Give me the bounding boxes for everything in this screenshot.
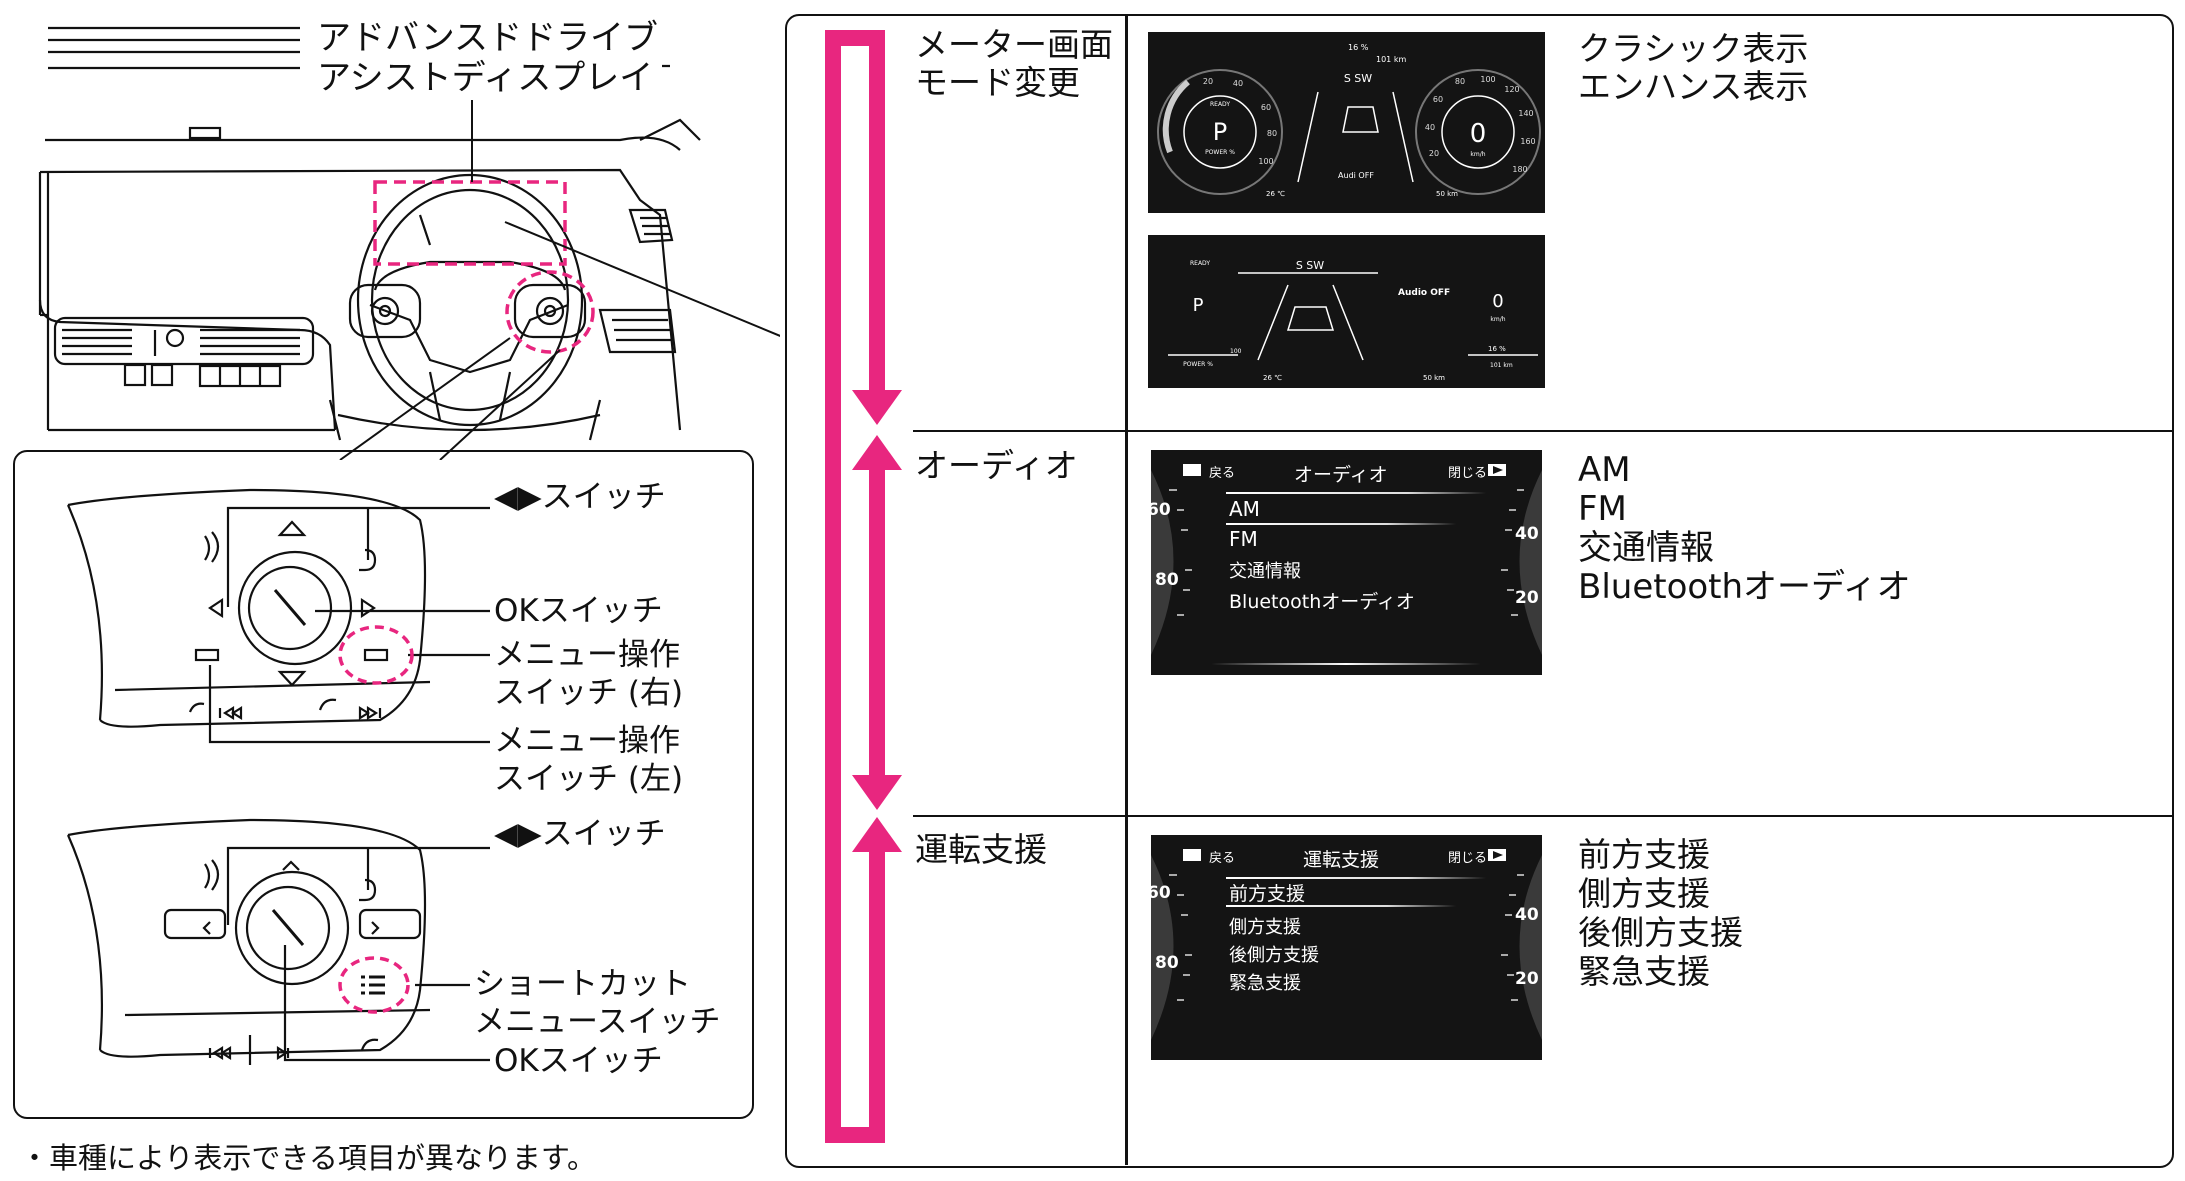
support-menu-item[interactable]: 前方支援: [1229, 883, 1306, 905]
svg-text:140: 140: [1518, 109, 1533, 118]
arrow-switch-label: ◀▶スイッチ: [494, 479, 666, 515]
classic-gear: P: [1213, 118, 1227, 146]
svg-text:S SW: S SW: [1296, 259, 1324, 272]
svg-text:100: 100: [1258, 157, 1273, 166]
audio-back-button[interactable]: 戻る: [1209, 466, 1236, 481]
ok-switch-label: OKスイッチ: [494, 593, 663, 629]
driving-support-items: 前方支援 側方支援 後側方支援 緊急支援: [1578, 835, 1743, 991]
svg-text:16 %: 16 %: [1348, 43, 1369, 52]
svg-text:160: 160: [1520, 137, 1535, 146]
svg-text:Audio OFF: Audio OFF: [1398, 288, 1450, 298]
table-row-divider-1: [913, 430, 2172, 432]
ok-switch-label-2: OKスイッチ: [494, 1043, 663, 1079]
svg-text:40: 40: [1233, 79, 1243, 88]
support-close-button[interactable]: 閉じる: [1448, 851, 1488, 866]
svg-text:60: 60: [1261, 103, 1271, 112]
svg-text:50 km: 50 km: [1423, 374, 1445, 382]
svg-text:100: 100: [1230, 348, 1242, 355]
shortcut-menu-switch-label: ショートカット メニュースイッチ: [474, 966, 721, 1040]
gauge-tick: 80: [1155, 570, 1179, 590]
svg-text:Audi OFF: Audi OFF: [1338, 171, 1374, 180]
audio-selection-line: [1226, 523, 1456, 525]
svg-text:60: 60: [1433, 95, 1443, 104]
audio-screen-title: オーディオ: [1294, 464, 1388, 486]
car-interior-illustration: [38, 26, 780, 460]
svg-text:READY: READY: [1190, 260, 1210, 267]
table-column-divider: [1125, 15, 1128, 1165]
audio-menu-screen: 戻る オーディオ 閉じる AM FM 交通情報 Bluetoothオーディオ 6…: [1151, 450, 1542, 675]
svg-text:26 ℃: 26 ℃: [1263, 374, 1282, 382]
svg-text:80: 80: [1267, 129, 1277, 138]
support-back-button[interactable]: 戻る: [1209, 851, 1236, 866]
svg-text:101 km: 101 km: [1490, 362, 1513, 369]
svg-text:180: 180: [1512, 165, 1527, 174]
table-row-divider-2: [913, 815, 2172, 817]
svg-text:20: 20: [1203, 77, 1213, 86]
svg-text:POWER %: POWER %: [1183, 361, 1213, 368]
audio-close-button[interactable]: 閉じる: [1448, 466, 1488, 481]
support-header-underline: [1226, 877, 1486, 879]
footnote: ・車種により表示できる項目が異なります。: [20, 1141, 596, 1175]
arrow-switch-label-2: ◀▶スイッチ: [494, 816, 666, 852]
back-icon: [1183, 849, 1201, 861]
svg-text:POWER %: POWER %: [1205, 149, 1235, 156]
classic-display-screen: P READY POWER % 0 km/h S SW Audi OFF 26 …: [1148, 32, 1545, 213]
svg-text:40: 40: [1425, 123, 1435, 132]
gauge-tick: 20: [1515, 969, 1539, 989]
support-screen-title: 運転支援: [1303, 849, 1380, 871]
arrow-up-icon: [852, 435, 902, 470]
gauge-tick: 60: [1151, 500, 1171, 520]
gauge-tick: 80: [1155, 953, 1179, 973]
svg-text:50 km: 50 km: [1436, 190, 1458, 198]
support-menu-item[interactable]: 緊急支援: [1229, 973, 1301, 994]
svg-text:16 %: 16 %: [1488, 345, 1506, 353]
meter-mode-items: クラシック表示 エンハンス表示: [1578, 29, 1809, 106]
support-menu-item[interactable]: 側方支援: [1229, 917, 1301, 938]
arrow-up-icon: [852, 817, 902, 852]
svg-text:100: 100: [1480, 75, 1495, 84]
svg-text:READY: READY: [1210, 101, 1230, 108]
svg-text:km/h: km/h: [1470, 151, 1485, 158]
arrow-down-icon: [852, 390, 902, 425]
menu-table: [785, 14, 2174, 1168]
audio-menu-item[interactable]: AM: [1229, 497, 1260, 521]
audio-items: AM FM 交通情報 Bluetoothオーディオ: [1578, 450, 1911, 607]
classic-speed: 0: [1470, 119, 1487, 149]
menu-switch-left-label: メニュー操作 スイッチ (左): [494, 723, 684, 797]
svg-text:80: 80: [1455, 77, 1465, 86]
steering-switch-top-diagram: [66, 488, 490, 1065]
gauge-tick: 40: [1515, 905, 1539, 925]
menu-switch-right-label: メニュー操作 スイッチ (右): [494, 637, 684, 711]
enhanced-display-screen: READY P POWER % 100 S SW Audio OFF 0 km/…: [1148, 235, 1545, 388]
svg-text:km/h: km/h: [1490, 316, 1505, 323]
audio-header-underline: [1226, 492, 1486, 494]
audio-menu-item[interactable]: FM: [1229, 527, 1258, 551]
audio-menu-item[interactable]: Bluetoothオーディオ: [1229, 591, 1415, 613]
gauge-tick: 40: [1515, 524, 1539, 544]
gauge-tick: 20: [1515, 588, 1539, 608]
cycle-arrow-diagram: [825, 30, 902, 1143]
row-label-meter-mode: メーター画面 モード変更: [915, 25, 1113, 102]
row-label-driving-support: 運転支援: [915, 830, 1047, 869]
svg-text:26 ℃: 26 ℃: [1266, 190, 1285, 198]
audio-menu-item[interactable]: 交通情報: [1229, 561, 1301, 582]
arrow-down-icon: [852, 775, 902, 810]
driving-support-menu-screen: 戻る 運転支援 閉じる 前方支援 側方支援 後側方支援 緊急支援 60 80 4…: [1151, 835, 1542, 1060]
audio-bottom-line: [1211, 663, 1481, 665]
gauge-tick: 60: [1151, 883, 1171, 903]
svg-text:20: 20: [1429, 149, 1439, 158]
support-menu-item[interactable]: 後側方支援: [1229, 945, 1319, 966]
switch-detail-panel: [13, 450, 754, 1119]
enhanced-speed: 0: [1492, 291, 1503, 312]
support-selection-line: [1226, 905, 1456, 907]
svg-text:S SW: S SW: [1344, 72, 1372, 85]
svg-text:101 km: 101 km: [1376, 55, 1406, 64]
svg-text:120: 120: [1504, 85, 1519, 94]
row-label-audio: オーディオ: [915, 446, 1078, 485]
display-label: アドバンスドドライブ アシストディスプレイ: [313, 18, 663, 98]
back-icon: [1183, 464, 1201, 476]
enhanced-gear: P: [1193, 295, 1204, 316]
